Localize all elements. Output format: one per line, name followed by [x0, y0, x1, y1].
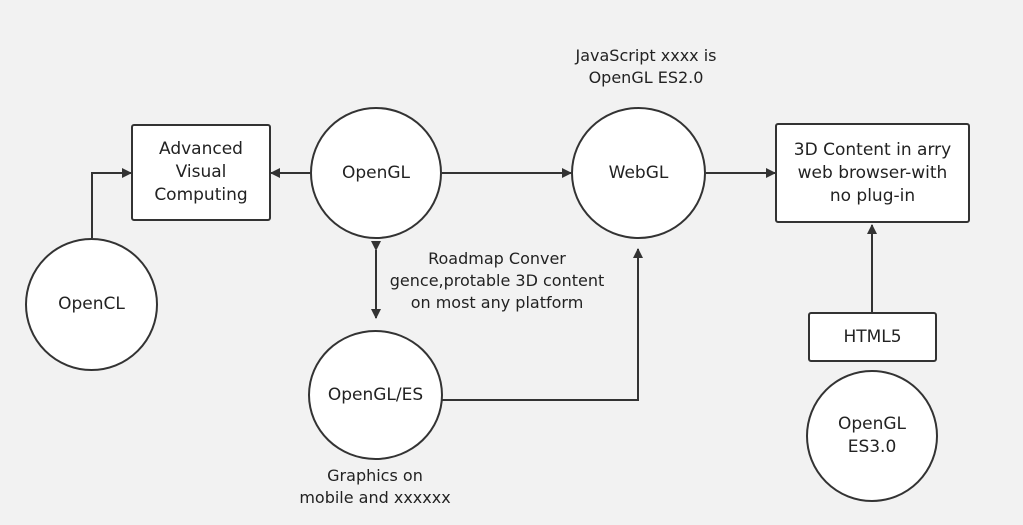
- node-opengl: OpenGL: [310, 107, 442, 239]
- edge-opengles-to-webgl: [442, 248, 643, 401]
- node-advanced-visual-computing: Advanced Visual Computing: [131, 124, 271, 221]
- note-graphics: Graphics on mobile and xxxxxx: [299, 466, 451, 507]
- node-3d-content: 3D Content in arry web browser-with no p…: [775, 123, 970, 223]
- note-javascript: JavaScript xxxx is OpenGL ES2.0: [575, 46, 717, 87]
- edge-opencl-to-advanced: [91, 168, 132, 238]
- node-opencl: OpenCL: [25, 238, 158, 371]
- node-html5: HTML5: [808, 312, 937, 362]
- node-opengl-es3: OpenGL ES3.0: [806, 370, 938, 502]
- node-opengl-es: OpenGL/ES: [308, 330, 443, 460]
- node-webgl: WebGL: [571, 107, 706, 239]
- note-roadmap: Roadmap Conver gence,protable 3D content…: [389, 249, 605, 312]
